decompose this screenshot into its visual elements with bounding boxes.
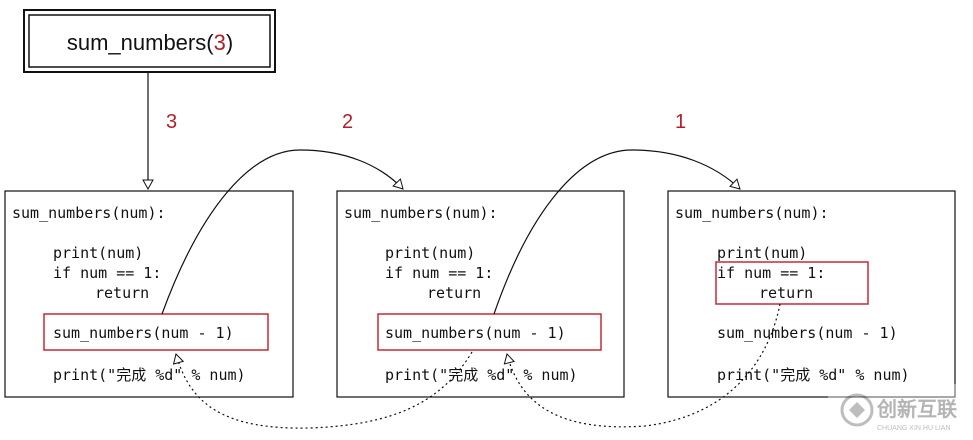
arg-label-3: 3 xyxy=(166,111,177,133)
frame-1-def-line: sum_numbers(num): xyxy=(12,204,166,222)
frame-1-call-highlight xyxy=(43,313,269,351)
frame-2-def-line: sum_numbers(num): xyxy=(344,204,498,222)
call-arc-2-to-3 xyxy=(493,149,741,315)
frame-2-call-highlight xyxy=(377,313,602,351)
frame-1-print-done-line: print("完成 %d" % num) xyxy=(53,366,246,384)
arg-label-1: 1 xyxy=(675,111,686,133)
frame-3-print-num-line: print(num) xyxy=(717,244,807,262)
watermark-subtext: CHUANG XIN HU LIAN xyxy=(877,425,951,432)
frame-3-def-line: sum_numbers(num): xyxy=(675,204,829,222)
frame-3-print-done-line: print("完成 %d" % num) xyxy=(717,366,910,384)
return-arc-2-to-1 xyxy=(172,351,473,429)
return-arc-3-to-2 xyxy=(503,303,781,428)
initial-call-box: sum_numbers(3) xyxy=(23,9,276,73)
watermark-text: 创新互联 xyxy=(876,397,957,421)
frame-1-return-line: return xyxy=(95,284,149,302)
frame-2-return-line: return xyxy=(427,284,481,302)
frame-2-print-done-line: print("完成 %d" % num) xyxy=(385,366,578,384)
stack-frame-1: sum_numbers(num): print(num) if num == 1… xyxy=(4,190,294,398)
frame-3-return-line: return xyxy=(759,284,813,302)
frame-3-call-line: sum_numbers(num - 1) xyxy=(717,324,898,342)
stack-frame-2: sum_numbers(num): print(num) if num == 1… xyxy=(336,190,625,398)
stack-frame-3: sum_numbers(num): print(num) if num == 1… xyxy=(667,190,956,398)
watermark-logo: 创新互联 CHUANG XIN HU LIAN xyxy=(828,384,973,440)
frame-3-base-case-highlight xyxy=(715,261,869,305)
frame-3-if-line: if num == 1: xyxy=(717,264,825,282)
frame-2-if-line: if num == 1: xyxy=(385,264,493,282)
call-arc-1-to-2 xyxy=(161,149,404,315)
initial-call-text: sum_numbers(3) xyxy=(67,30,233,55)
frame-2-call-line: sum_numbers(num - 1) xyxy=(385,324,566,342)
frame-1-call-line: sum_numbers(num - 1) xyxy=(53,324,234,342)
frame-1-print-num-line: print(num) xyxy=(53,244,143,262)
frame-1-if-line: if num == 1: xyxy=(53,264,161,282)
frame-2-print-num-line: print(num) xyxy=(385,244,475,262)
arg-label-2: 2 xyxy=(342,111,353,133)
